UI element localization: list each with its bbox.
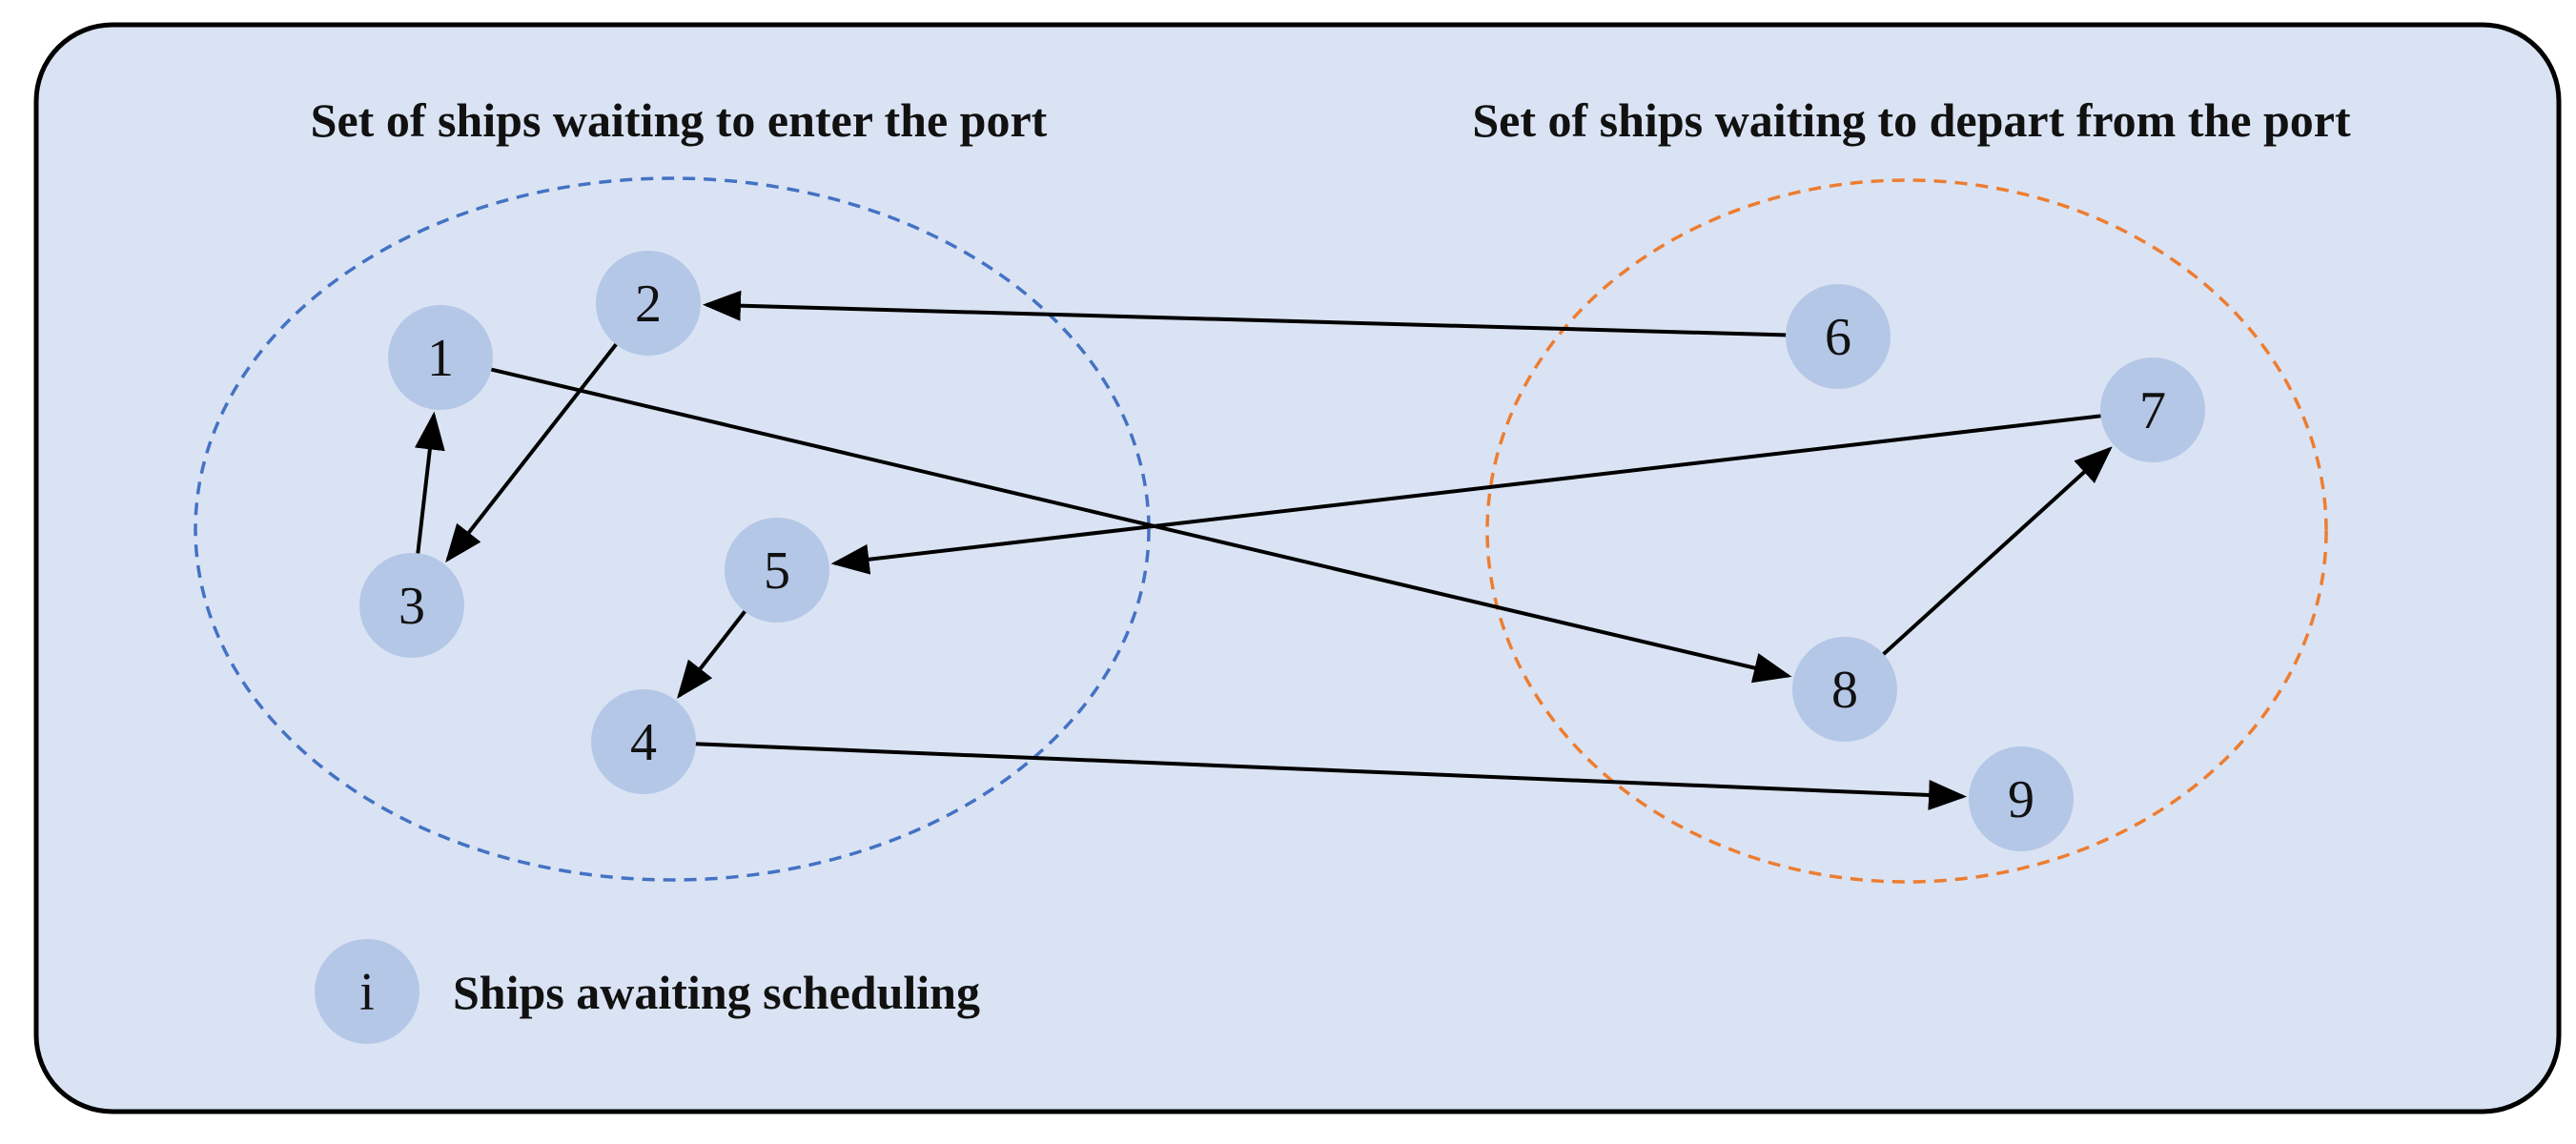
legend-node-symbol: i <box>359 963 375 1022</box>
edge-8-to-7 <box>1876 446 2113 661</box>
legend-node-icon <box>315 939 419 1044</box>
ship-node-label-1: 1 <box>427 329 454 388</box>
ship-node-label-6: 6 <box>1825 308 1851 367</box>
ship-node-8 <box>1792 637 1897 742</box>
edge-3-to-1 <box>414 411 445 562</box>
edge-6-to-2 <box>702 290 1794 337</box>
ship-node-label-9: 9 <box>2008 770 2034 829</box>
legend: i Ships awaiting scheduling <box>315 939 980 1044</box>
ship-node-label-7: 7 <box>2139 381 2166 440</box>
edges-layer <box>414 290 2113 810</box>
legend-label: Ships awaiting scheduling <box>453 966 980 1019</box>
ship-node-7 <box>2100 358 2205 462</box>
ship-node-4 <box>591 689 696 794</box>
ship-node-label-5: 5 <box>764 541 790 601</box>
edge-7-to-5 <box>830 413 2109 575</box>
ship-node-9 <box>1969 746 2074 851</box>
edge-4-to-9 <box>687 741 1968 810</box>
ship-node-2 <box>596 251 701 356</box>
depart-set-outline <box>1485 178 2328 884</box>
nodes-layer: 1 2 3 4 5 6 7 8 9 <box>359 251 2205 851</box>
ship-node-5 <box>725 518 829 623</box>
enter-set-title: Set of ships waiting to enter the port <box>311 93 1048 147</box>
ship-node-3 <box>359 553 464 658</box>
ship-node-6 <box>1786 284 1891 389</box>
ship-node-label-2: 2 <box>635 275 662 334</box>
enter-set-outline <box>194 176 1151 882</box>
ship-node-label-3: 3 <box>399 577 425 636</box>
depart-set-title: Set of ships waiting to depart from the … <box>1472 93 2351 147</box>
ship-node-1 <box>388 305 493 410</box>
ship-node-label-8: 8 <box>1831 661 1858 720</box>
edge-5-to-4 <box>676 603 751 700</box>
edge-2-to-3 <box>445 337 623 563</box>
ship-node-label-4: 4 <box>630 713 657 772</box>
edge-1-to-8 <box>483 365 1792 684</box>
